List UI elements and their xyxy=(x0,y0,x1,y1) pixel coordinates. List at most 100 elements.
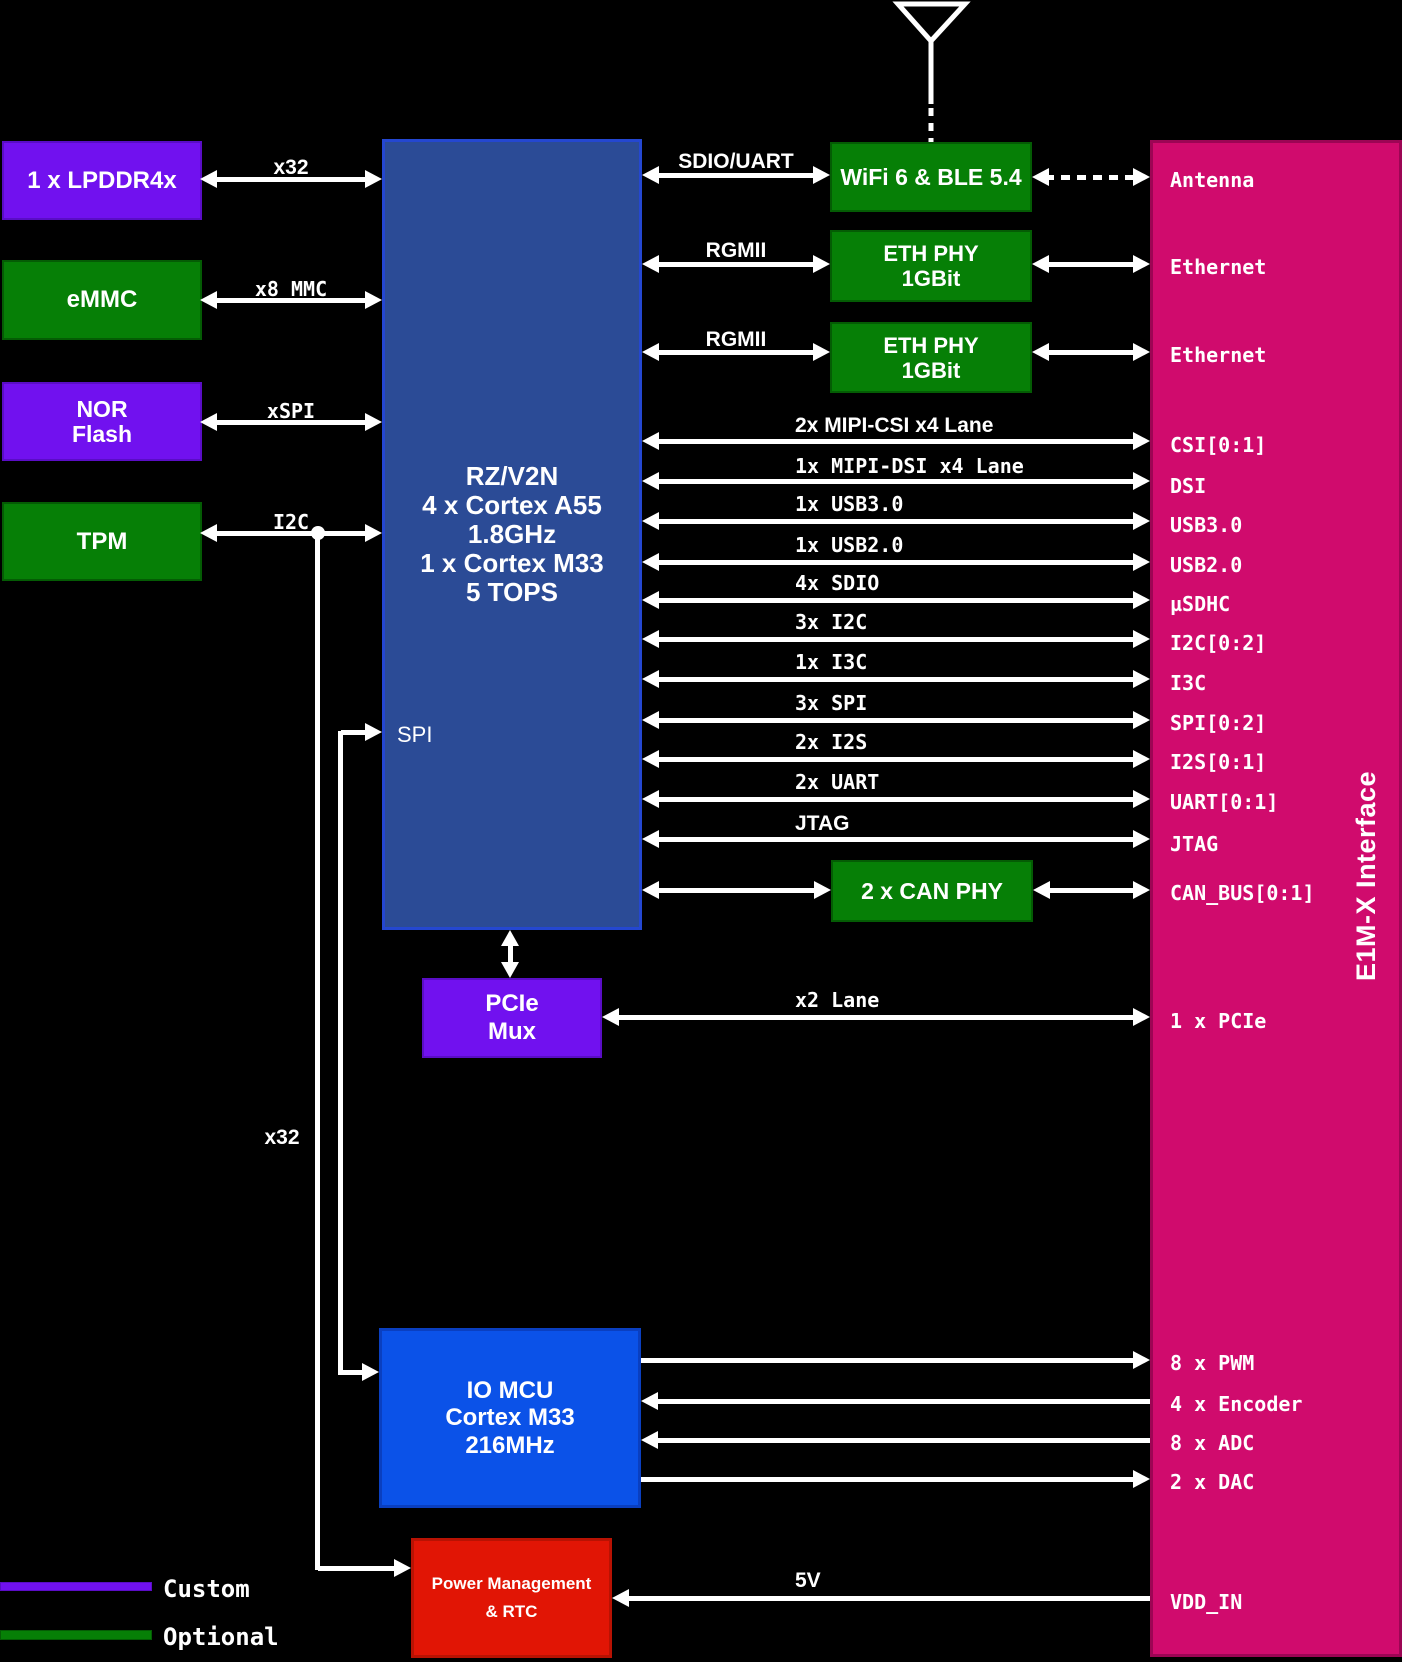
power-line1: Power Management xyxy=(431,1574,592,1593)
eth-phy-1-line2: 1GBit xyxy=(901,266,961,291)
block-wifi-ble: WiFi 6 & BLE 5.4 xyxy=(830,142,1032,212)
port-dac: 2 x DAC xyxy=(1170,1470,1255,1494)
bus-sdio-uart-line xyxy=(642,166,830,184)
block-tpm: TPM xyxy=(2,502,202,581)
port-jtag: JTAG xyxy=(1170,832,1219,856)
port-vdd-in: VDD_IN xyxy=(1170,1590,1243,1614)
bus-x8mmc-line xyxy=(200,291,382,309)
block-emmc: eMMC xyxy=(2,260,202,340)
block-lpddr4x-label: 1 x LPDDR4x xyxy=(27,166,177,194)
eth2-port-line xyxy=(1032,343,1150,361)
bus-x8mmc-label: x8 MMC xyxy=(254,277,328,301)
row-i3c-label: 1x I3C xyxy=(795,650,868,674)
port-ethernet-1: Ethernet xyxy=(1170,255,1267,279)
antenna-dashed-line xyxy=(1032,168,1150,186)
row-sdio-label: 4x SDIO xyxy=(795,571,880,595)
soc-title-line3: 1 x Cortex M33 xyxy=(420,548,604,578)
legend-optional-label: Optional xyxy=(163,1623,279,1651)
row-i2c-line xyxy=(642,630,1150,648)
vdd-5v-label: 5V xyxy=(795,1569,821,1592)
block-eth-phy-1: ETH PHY 1GBit xyxy=(830,230,1032,302)
spi-stub-top xyxy=(341,723,382,741)
antenna-icon xyxy=(892,1,971,142)
bus-i2c-label: I2C xyxy=(272,510,310,534)
i2c-vertical-line xyxy=(315,531,320,1570)
block-emmc-label: eMMC xyxy=(66,286,138,313)
bus-x32-label: x32 xyxy=(273,156,309,179)
vdd-5v-line xyxy=(612,1589,1150,1607)
row-i2s-line xyxy=(642,750,1150,768)
pcie-lane-line xyxy=(602,1008,1150,1026)
pcie-mux-line2: Mux xyxy=(488,1018,536,1045)
block-can-phy: 2 x CAN PHY xyxy=(831,860,1033,922)
block-soc-rzv2n: RZ/V2N 4 x Cortex A55 1.8GHz 1 x Cortex … xyxy=(382,139,642,930)
port-dsi: DSI xyxy=(1170,474,1207,498)
eth-phy-2-line1: ETH PHY xyxy=(883,332,979,358)
soc-spi-port-label: SPI xyxy=(397,722,433,747)
bus-i2c-line xyxy=(200,524,382,542)
block-lpddr4x: 1 x LPDDR4x xyxy=(2,141,202,220)
bus-x32-bottom-label: x32 xyxy=(264,1126,300,1149)
power-line2: & RTC xyxy=(485,1602,538,1621)
port-antenna: Antenna xyxy=(1170,168,1255,192)
soc-mux-vertical-line xyxy=(501,930,519,978)
port-uart: UART[0:1] xyxy=(1170,790,1279,814)
row-spi-label: 3x SPI xyxy=(795,691,868,715)
adc-line xyxy=(641,1431,1150,1449)
port-usb3: USB3.0 xyxy=(1170,513,1243,537)
block-nor-flash: NOR Flash xyxy=(2,382,202,461)
legend-custom-label: Custom xyxy=(163,1575,250,1603)
bus-rgmii2-line xyxy=(642,343,830,361)
block-can-label: 2 x CAN PHY xyxy=(861,877,1003,904)
legend-optional-swatch xyxy=(0,1630,152,1640)
port-pcie: 1 x PCIe xyxy=(1170,1009,1267,1033)
row-usb2-line xyxy=(642,553,1150,571)
soc-title-line4: 5 TOPS xyxy=(465,577,558,607)
eth1-port-line xyxy=(1032,255,1150,273)
port-pwm: 8 x PWM xyxy=(1170,1351,1255,1375)
block-eth-phy-2: ETH PHY 1GBit xyxy=(830,322,1032,393)
i2c-power-stub xyxy=(318,1559,411,1577)
spi-stub-bottom xyxy=(341,1363,379,1381)
bus-rgmii1-line xyxy=(642,255,830,273)
port-csi: CSI[0:1] xyxy=(1170,433,1267,457)
bus-sdio-uart-label: SDIO/UART xyxy=(678,150,794,173)
block-pcie-mux: PCIe Mux xyxy=(422,978,602,1058)
can-left-line xyxy=(642,881,831,899)
port-i2s: I2S[0:1] xyxy=(1170,750,1267,774)
panel-e1mx-interface: Antenna Ethernet Ethernet CSI[0:1] DSI U… xyxy=(1150,140,1402,1657)
port-i3c: I3C xyxy=(1170,671,1207,695)
eth-phy-2-line2: 1GBit xyxy=(901,357,961,383)
port-i2c: I2C[0:2] xyxy=(1170,631,1267,655)
panel-title: E1M-X Interface xyxy=(1351,770,1381,982)
pcie-lane-label: x2 Lane xyxy=(795,988,880,1012)
row-usb3-label: 1x USB3.0 xyxy=(795,492,904,516)
row-usb2-label: 1x USB2.0 xyxy=(795,533,904,557)
spi-vertical-line xyxy=(338,731,343,1375)
mcu-line3: 216MHz xyxy=(465,1431,555,1459)
row-spi-line xyxy=(642,711,1150,729)
port-usdhc: µSDHC xyxy=(1170,592,1231,616)
pwm-line xyxy=(641,1351,1150,1369)
bus-rgmii1-label: RGMII xyxy=(705,239,767,262)
eth-phy-1-line1: ETH PHY xyxy=(883,241,979,266)
encoder-line xyxy=(641,1392,1150,1410)
soc-title-line1: RZ/V2N xyxy=(465,461,559,491)
port-adc: 8 x ADC xyxy=(1170,1431,1255,1455)
bus-rgmii2-label: RGMII xyxy=(705,328,767,351)
port-usb2: USB2.0 xyxy=(1170,553,1243,577)
dac-line xyxy=(641,1470,1150,1488)
bus-xspi-line xyxy=(200,413,382,431)
bus-x32-line xyxy=(200,170,382,188)
row-uart-label: 2x UART xyxy=(795,770,880,794)
block-tpm-label: TPM xyxy=(76,527,128,555)
row-i2s-label: 2x I2S xyxy=(795,730,868,754)
block-wifi-label: WiFi 6 & BLE 5.4 xyxy=(840,163,1022,190)
pcie-mux-line1: PCIe xyxy=(485,990,539,1017)
port-spi: SPI[0:2] xyxy=(1170,711,1267,735)
legend-custom-swatch xyxy=(0,1582,152,1591)
bus-xspi-label: xSPI xyxy=(266,399,316,423)
block-nor-label-line2: Flash xyxy=(71,420,133,447)
row-dsi-label: 1x MIPI-DSI x4 Lane xyxy=(795,454,1024,478)
